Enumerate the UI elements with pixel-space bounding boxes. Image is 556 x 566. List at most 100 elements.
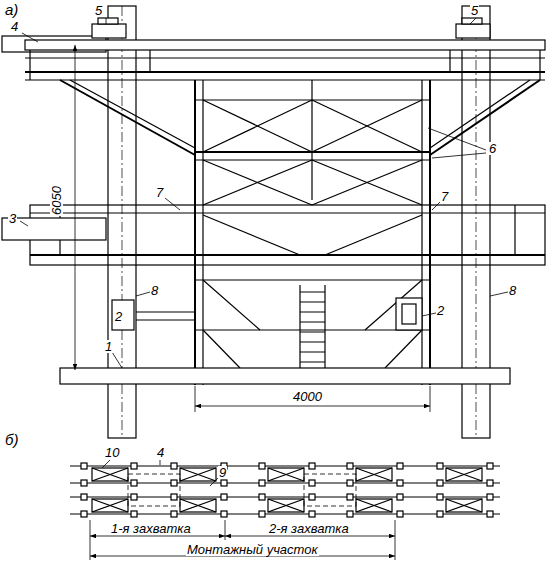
dashed-link bbox=[304, 474, 356, 506]
post bbox=[487, 494, 493, 500]
crossed-box bbox=[356, 499, 392, 512]
post bbox=[487, 463, 493, 469]
cross bbox=[446, 499, 482, 512]
post bbox=[309, 494, 315, 500]
post bbox=[171, 494, 177, 500]
cross bbox=[446, 468, 482, 481]
post bbox=[81, 494, 87, 500]
crossed-box bbox=[268, 499, 304, 512]
crossed-box bbox=[268, 468, 304, 481]
cross bbox=[268, 468, 304, 481]
cross bbox=[180, 468, 216, 481]
post bbox=[221, 494, 227, 500]
clamp bbox=[396, 298, 422, 330]
cross bbox=[356, 468, 392, 481]
post bbox=[347, 494, 353, 500]
post bbox=[437, 480, 443, 486]
cross bbox=[356, 499, 392, 512]
crossed-box bbox=[92, 499, 128, 512]
clamp bbox=[112, 300, 134, 330]
post bbox=[131, 511, 137, 517]
post bbox=[437, 511, 443, 517]
plan-view bbox=[70, 460, 500, 560]
bottom-beam bbox=[60, 368, 510, 384]
post bbox=[259, 463, 265, 469]
crossed-box bbox=[446, 468, 482, 481]
post bbox=[309, 463, 315, 469]
cross bbox=[92, 468, 128, 481]
crossed-box bbox=[92, 468, 128, 481]
cross bbox=[92, 499, 128, 512]
cross bbox=[356, 499, 392, 512]
post bbox=[437, 463, 443, 469]
post bbox=[171, 480, 177, 486]
cross bbox=[180, 468, 216, 481]
middle-platform bbox=[30, 205, 545, 265]
crossed-box bbox=[356, 468, 392, 481]
winch bbox=[92, 24, 126, 38]
callout-number: 8 bbox=[508, 284, 517, 297]
callout-number: 3 bbox=[8, 212, 17, 225]
callout-number: 4 bbox=[10, 20, 19, 33]
callout-number: 5 bbox=[94, 4, 103, 17]
callout-number: 5 bbox=[470, 4, 479, 17]
post bbox=[487, 480, 493, 486]
post bbox=[347, 511, 353, 517]
post bbox=[437, 494, 443, 500]
post bbox=[347, 480, 353, 486]
post bbox=[487, 511, 493, 517]
cross bbox=[268, 499, 304, 512]
post bbox=[397, 511, 403, 517]
label: а) bbox=[4, 2, 19, 17]
callout-number: 7 bbox=[440, 190, 449, 203]
post bbox=[259, 480, 265, 486]
label: 2-я захватка bbox=[268, 522, 350, 535]
beam bbox=[2, 218, 106, 240]
callout-number: 8 bbox=[150, 284, 159, 297]
callout-number: 4 bbox=[156, 446, 165, 459]
post bbox=[131, 494, 137, 500]
winch bbox=[456, 24, 490, 38]
cross bbox=[446, 499, 482, 512]
crossed-box bbox=[446, 499, 482, 512]
post bbox=[81, 463, 87, 469]
label: 4000 bbox=[292, 390, 323, 403]
cross bbox=[268, 499, 304, 512]
post bbox=[131, 463, 137, 469]
callout-number: 7 bbox=[155, 186, 164, 199]
cross bbox=[356, 468, 392, 481]
post bbox=[259, 511, 265, 517]
crossed-box bbox=[180, 468, 216, 481]
dashed-link bbox=[128, 474, 180, 506]
post bbox=[81, 511, 87, 517]
post bbox=[309, 511, 315, 517]
cross bbox=[446, 468, 482, 481]
cross bbox=[92, 468, 128, 481]
crossed-box bbox=[180, 499, 216, 512]
post bbox=[397, 494, 403, 500]
tower-frame bbox=[195, 80, 430, 385]
callout-number: 6 bbox=[488, 142, 497, 155]
label: 1-я захватка bbox=[110, 522, 192, 535]
post bbox=[171, 463, 177, 469]
cross bbox=[268, 468, 304, 481]
post bbox=[221, 480, 227, 486]
label: Монтажный участок bbox=[186, 543, 319, 556]
post bbox=[397, 480, 403, 486]
cross bbox=[180, 499, 216, 512]
cross bbox=[180, 499, 216, 512]
post bbox=[347, 463, 353, 469]
post bbox=[221, 511, 227, 517]
top-deck bbox=[25, 40, 545, 50]
callout-number: 10 bbox=[104, 446, 120, 459]
callout-number: 1 bbox=[104, 340, 113, 353]
post bbox=[171, 511, 177, 517]
post bbox=[131, 480, 137, 486]
post bbox=[309, 480, 315, 486]
callout-number: 9 bbox=[218, 466, 227, 479]
label: 6050 bbox=[50, 185, 63, 216]
cross bbox=[92, 499, 128, 512]
post bbox=[259, 494, 265, 500]
callout-number: 2 bbox=[436, 304, 445, 317]
